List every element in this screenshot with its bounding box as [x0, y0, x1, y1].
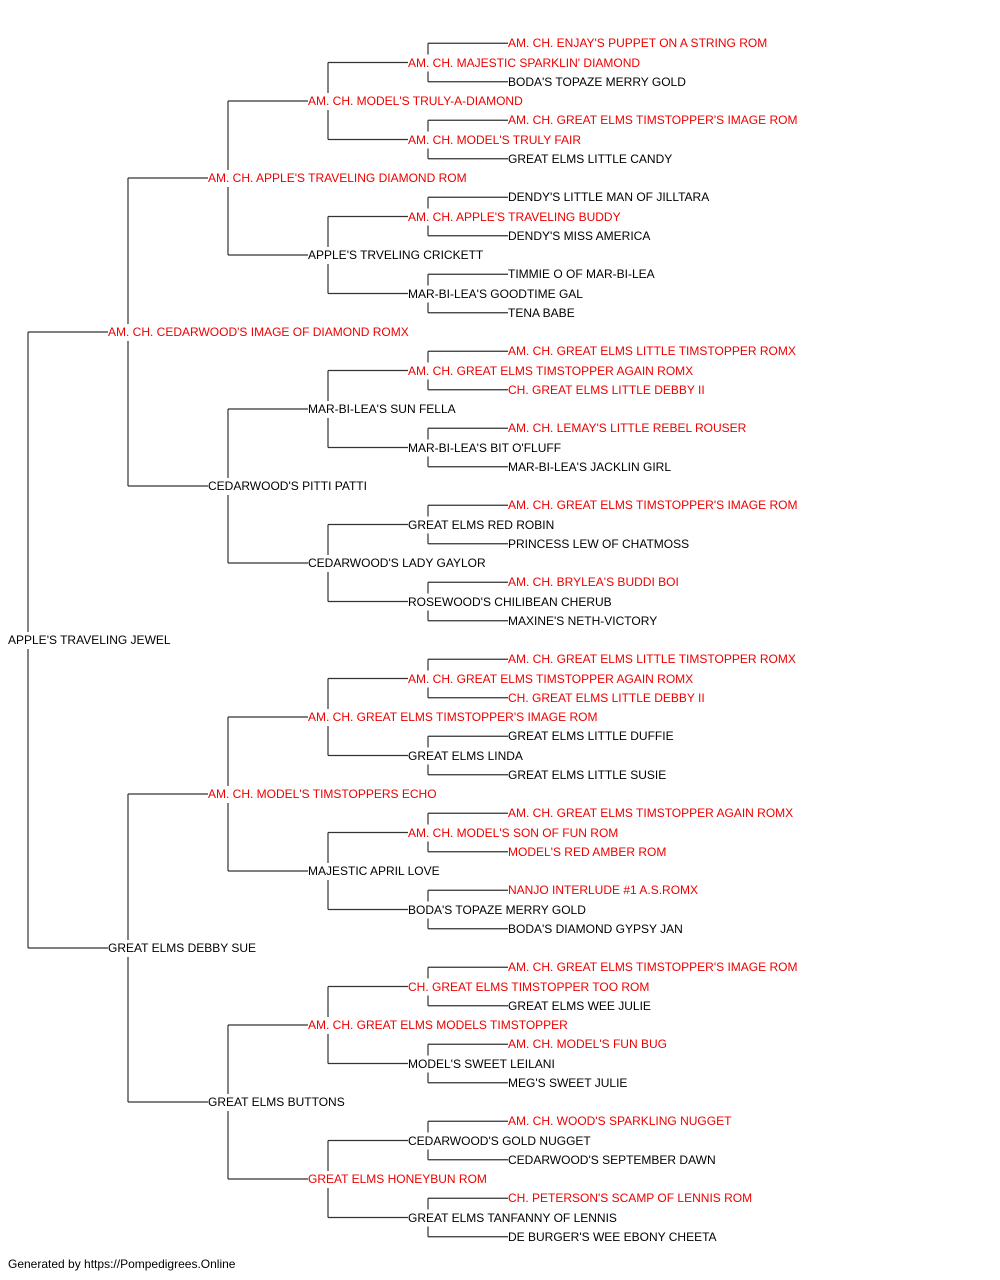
dog-name-gen2: GREAT ELMS BUTTONS: [208, 1095, 345, 1109]
dog-name-gen5: MAR-BI-LEA'S JACKLIN GIRL: [508, 459, 671, 474]
dog-name-gen5: AM. CH. GREAT ELMS TIMSTOPPER'S IMAGE RO…: [508, 498, 798, 513]
dog-name-gen5: DE BURGER'S WEE EBONY CHEETA: [508, 1229, 717, 1244]
dog-name-gen1: GREAT ELMS DEBBY SUE: [108, 941, 257, 955]
dog-name-gen4: BODA'S TOPAZE MERRY GOLD: [408, 902, 586, 917]
dog-name-gen5: AM. CH. WOOD'S SPARKLING NUGGET: [508, 1114, 732, 1129]
dog-name-gen5: CH. PETERSON'S SCAMP OF LENNIS ROM: [508, 1191, 753, 1206]
dog-name-gen2: CEDARWOOD'S PITTI PATTI: [208, 479, 367, 493]
dog-name-gen2: AM. CH. MODEL'S TIMSTOPPERS ECHO: [208, 787, 437, 801]
dog-name-gen5: AM. CH. LEMAY'S LITTLE REBEL ROUSER: [508, 421, 747, 436]
dog-name-gen5: CH. GREAT ELMS LITTLE DEBBY II: [508, 690, 705, 705]
dog-name-gen4: AM. CH. MODEL'S SON OF FUN ROM: [408, 825, 619, 840]
dog-name-gen3: APPLE'S TRVELING CRICKETT: [308, 248, 484, 262]
dog-name-gen5: PRINCESS LEW OF CHATMOSS: [508, 536, 690, 551]
dog-name-gen5: AM. CH. GREAT ELMS LITTLE TIMSTOPPER ROM…: [508, 344, 796, 359]
dog-name-gen3: CEDARWOOD'S LADY GAYLOR: [308, 556, 486, 570]
dog-name-gen5: GREAT ELMS LITTLE SUSIE: [508, 767, 667, 782]
dog-name-gen4: AM. CH. MAJESTIC SPARKLIN' DIAMOND: [408, 55, 641, 70]
dog-name-gen3: AM. CH. GREAT ELMS TIMSTOPPER'S IMAGE RO…: [308, 710, 598, 724]
dog-name-gen4: AM. CH. GREAT ELMS TIMSTOPPER AGAIN ROMX: [408, 671, 694, 686]
dog-name-gen4: GREAT ELMS RED ROBIN: [408, 517, 555, 532]
dog-name-gen5: MEG'S SWEET JULIE: [508, 1075, 628, 1090]
dog-name-gen5: GREAT ELMS LITTLE DUFFIE: [508, 729, 674, 744]
dog-name-gen5: GREAT ELMS WEE JULIE: [508, 998, 651, 1013]
dog-name-gen5: AM. CH. MODEL'S FUN BUG: [508, 1037, 667, 1052]
dog-name-gen3: AM. CH. MODEL'S TRULY-A-DIAMOND: [308, 94, 523, 108]
dog-name-gen4: GREAT ELMS LINDA: [408, 748, 523, 763]
dog-name-gen4: MODEL'S SWEET LEILANI: [408, 1056, 555, 1071]
dog-name-gen5: DENDY'S LITTLE MAN OF JILLTARA: [508, 190, 710, 205]
dog-name-gen5: BODA'S DIAMOND GYPSY JAN: [508, 921, 683, 936]
dog-name-gen5: NANJO INTERLUDE #1 A.S.ROMX: [508, 883, 699, 898]
dog-name-gen3: MAJESTIC APRIL LOVE: [308, 864, 440, 878]
dog-name-gen5: MAXINE'S NETH-VICTORY: [508, 613, 658, 628]
dog-name-gen4: MAR-BI-LEA'S BIT O'FLUFF: [408, 440, 562, 455]
dog-name-gen5: BODA'S TOPAZE MERRY GOLD: [508, 74, 686, 89]
dog-name-gen5: AM. CH. BRYLEA'S BUDDI BOI: [508, 575, 679, 590]
dog-name-gen1: AM. CH. CEDARWOOD'S IMAGE OF DIAMOND ROM…: [108, 325, 409, 339]
dog-name-gen5: AM. CH. GREAT ELMS TIMSTOPPER AGAIN ROMX: [508, 806, 794, 821]
dog-name-gen3: AM. CH. GREAT ELMS MODELS TIMSTOPPER: [308, 1018, 568, 1032]
dog-name-gen5: CH. GREAT ELMS LITTLE DEBBY II: [508, 382, 705, 397]
dog-name-gen4: GREAT ELMS TANFANNY OF LENNIS: [408, 1210, 617, 1225]
dog-name-gen5: TENA BABE: [508, 305, 575, 320]
dog-name-gen5: AM. CH. GREAT ELMS TIMSTOPPER'S IMAGE RO…: [508, 113, 798, 128]
dog-name-gen2: AM. CH. APPLE'S TRAVELING DIAMOND ROM: [208, 171, 467, 185]
dog-name-gen5: CEDARWOOD'S SEPTEMBER DAWN: [508, 1152, 716, 1167]
dog-name-gen4: AM. CH. APPLE'S TRAVELING BUDDY: [408, 209, 621, 224]
dog-name-gen4: MAR-BI-LEA'S GOODTIME GAL: [408, 286, 583, 301]
dog-name-gen4: ROSEWOOD'S CHILIBEAN CHERUB: [408, 594, 612, 609]
dog-name-gen3: GREAT ELMS HONEYBUN ROM: [308, 1172, 487, 1186]
dog-name-gen5: TIMMIE O OF MAR-BI-LEA: [508, 267, 655, 282]
dog-name-gen5: AM. CH. ENJAY'S PUPPET ON A STRING ROM: [508, 36, 768, 51]
dog-name-gen5: DENDY'S MISS AMERICA: [508, 228, 651, 243]
dog-name-gen4: CEDARWOOD'S GOLD NUGGET: [408, 1133, 591, 1148]
dog-name-gen5: GREAT ELMS LITTLE CANDY: [508, 151, 673, 166]
dog-name-gen5: MODEL'S RED AMBER ROM: [508, 844, 667, 859]
dog-name-gen3: MAR-BI-LEA'S SUN FELLA: [308, 402, 456, 416]
footer-credit: Generated by https://Pompedigrees.Online: [8, 1257, 236, 1271]
dog-name-gen5: AM. CH. GREAT ELMS TIMSTOPPER'S IMAGE RO…: [508, 960, 798, 975]
dog-name-gen4: CH. GREAT ELMS TIMSTOPPER TOO ROM: [408, 979, 650, 994]
dog-name-gen4: AM. CH. MODEL'S TRULY FAIR: [408, 132, 581, 147]
dog-name-gen0: APPLE'S TRAVELING JEWEL: [8, 633, 171, 647]
dog-name-gen4: AM. CH. GREAT ELMS TIMSTOPPER AGAIN ROMX: [408, 363, 694, 378]
dog-name-gen5: AM. CH. GREAT ELMS LITTLE TIMSTOPPER ROM…: [508, 652, 796, 667]
